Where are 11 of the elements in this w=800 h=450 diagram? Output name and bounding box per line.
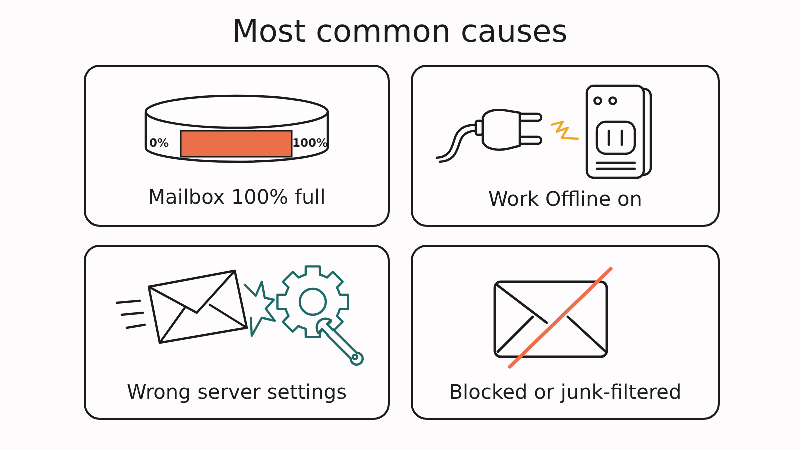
caption-text: Mailbox 100% full — [147, 184, 327, 210]
cause-card — [84, 65, 390, 227]
cause-card — [411, 245, 720, 420]
percent-label: 0% — [150, 136, 170, 150]
cause-card — [84, 245, 390, 420]
cause-card — [411, 65, 720, 227]
title: Most common causes — [231, 13, 569, 52]
percent-label: 100% — [292, 136, 328, 150]
caption-text: Blocked or junk-filtered — [448, 378, 683, 404]
caption-text: Wrong server settings — [126, 378, 348, 404]
caption-text: Work Offline on — [488, 186, 644, 212]
